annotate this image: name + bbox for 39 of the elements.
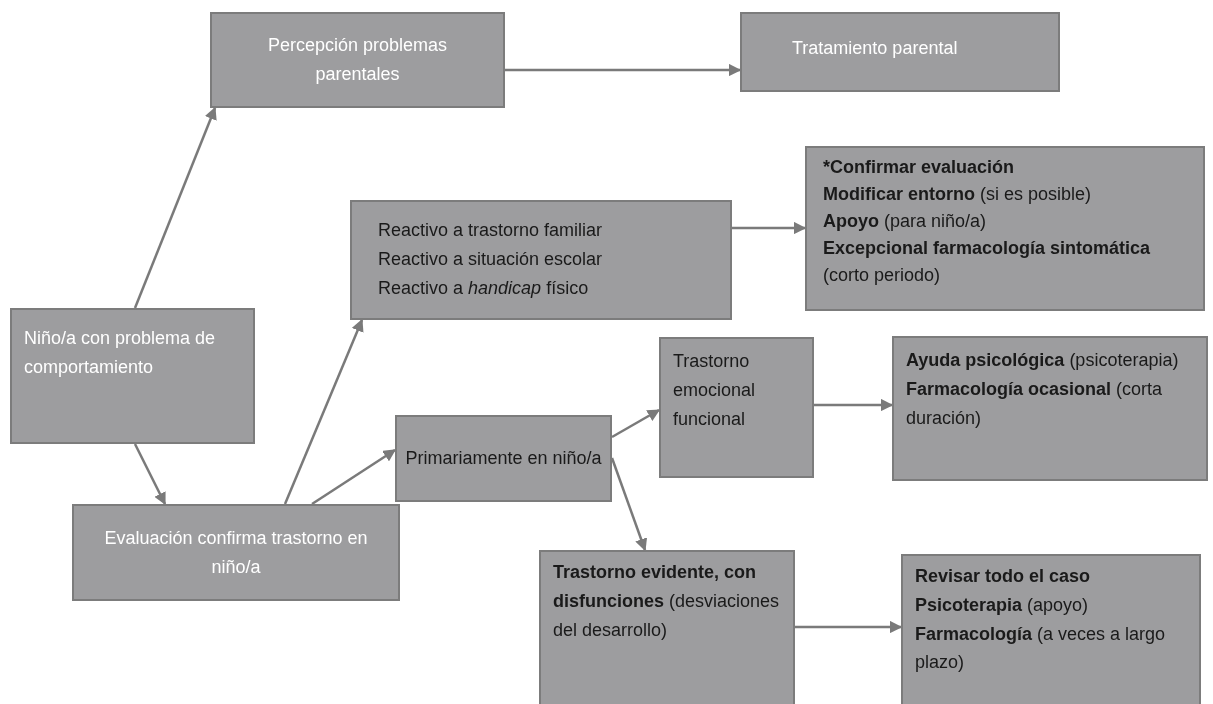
process-box: [539, 550, 795, 704]
process-box: [659, 337, 814, 478]
process-box: [892, 336, 1208, 481]
box-text: Evaluación confirma trastorno en niño/a: [103, 526, 369, 579]
process-box: [901, 554, 1201, 704]
box-text: Niño/a con problema de comportamiento: [24, 327, 217, 379]
process-box: [805, 146, 1205, 311]
box-text: Farmacología (a veces a largo plazo): [915, 622, 1167, 675]
box-text: *Confirmar evaluación: [823, 156, 1016, 179]
box-text: Trastorno evidente, con disfunciones (desviaciones del desarrollo): [553, 561, 781, 642]
arrow: [133, 443, 167, 506]
box-text: Apoyo (para niño/a): [823, 210, 988, 233]
box-text: Revisar todo el caso: [915, 565, 1092, 588]
arrow: [611, 408, 661, 439]
process-box: [350, 200, 732, 320]
arrow: [732, 221, 807, 235]
arrow: [795, 620, 903, 634]
process-box: [10, 308, 255, 444]
process-box: [210, 12, 505, 108]
arrow: [133, 106, 217, 309]
box-text: Modificar entorno (si es posible): [823, 183, 1093, 206]
box-text: Reactivo a trastorno familiar: [378, 219, 604, 242]
box-text: Primariamente en niño/a: [404, 447, 603, 471]
box-text: Tratamiento parental: [792, 37, 959, 60]
box-text: Psicoterapia (apoyo): [915, 593, 1090, 617]
box-text: Percepción problemas parentales: [266, 34, 449, 86]
arrow: [505, 63, 742, 77]
box-text: Trastorno emocional funcional: [673, 350, 757, 431]
box-text: Reactivo a handicap físico: [378, 276, 590, 300]
process-box: [740, 12, 1060, 92]
arrow: [283, 318, 364, 505]
arrow: [311, 448, 397, 506]
box-text: Reactivo a situación escolar: [378, 247, 604, 271]
arrow: [814, 398, 894, 412]
process-box: [72, 504, 400, 601]
box-text: Ayuda psicológica (psicoterapia): [906, 349, 1180, 372]
process-box: [395, 415, 612, 502]
box-text: Farmacología ocasional (corta duración): [906, 377, 1164, 430]
box-text: Excepcional farmacología sintomática (corto periodo): [823, 237, 1152, 287]
